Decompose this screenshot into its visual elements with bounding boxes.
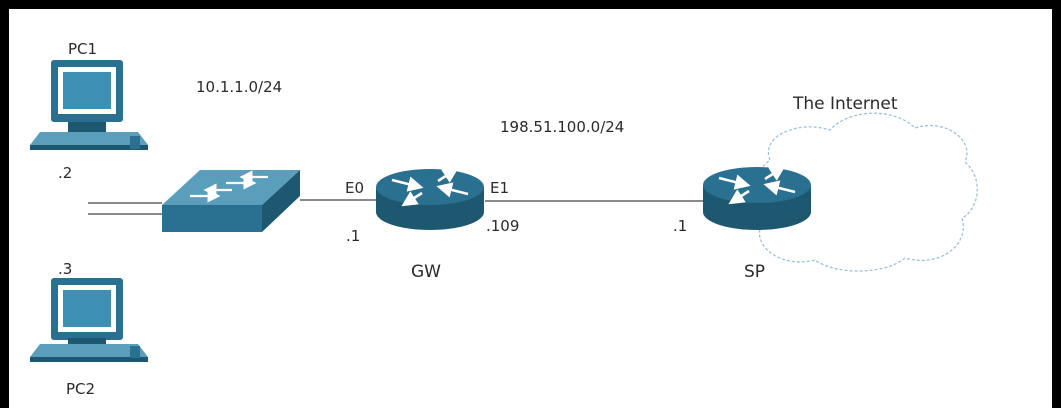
pc1-computer-icon [30,60,148,150]
pc1-address: .2 [58,164,73,182]
links [88,199,703,215]
cloud-icon [746,112,978,272]
switch-icon [162,170,300,232]
sp-router-icon [703,165,811,230]
gw-interface-e0: E0 [345,179,365,197]
lan-network-label: 10.1.1.0/24 [196,78,283,96]
internet-label: The Internet [793,94,898,114]
pc2-label: PC2 [66,380,96,398]
pc1-label: PC1 [68,40,98,58]
sp-address: .1 [673,217,688,235]
gw-interface-e1: E1 [490,179,510,197]
wan-network-label: 198.51.100.0/24 [500,118,625,136]
sp-label: SP [744,262,766,282]
gw-label: GW [411,262,441,282]
pc2-computer-icon [30,278,148,362]
pc2-address: .3 [58,260,73,278]
gw-router-icon [376,167,484,230]
gw-wan-address: .109 [486,217,520,235]
gw-lan-address: .1 [346,227,361,245]
